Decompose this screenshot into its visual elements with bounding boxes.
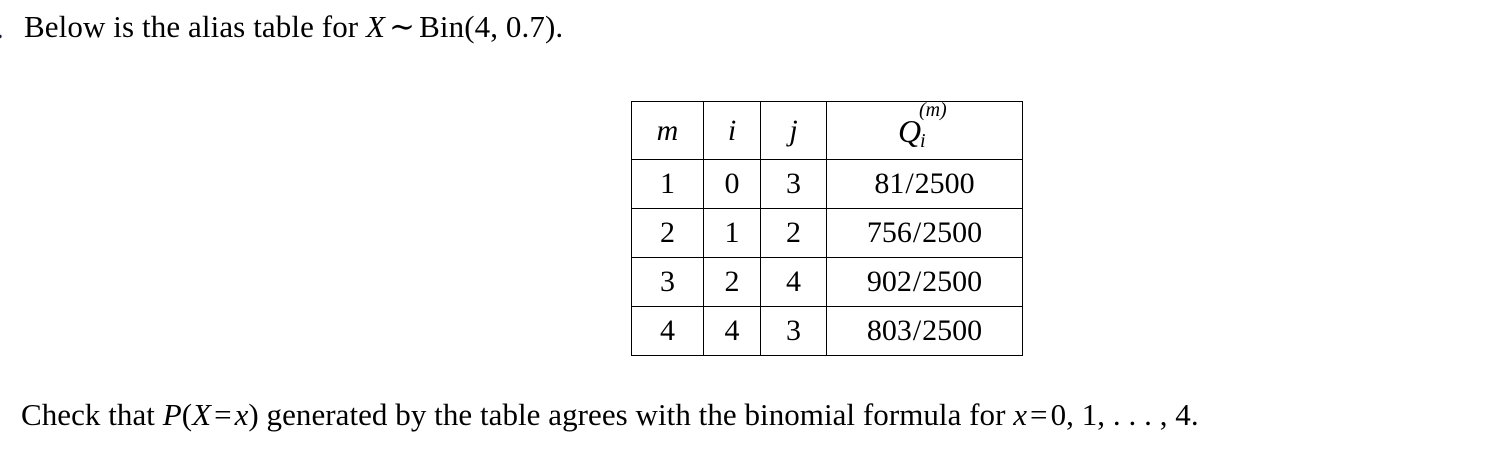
fraction-denominator: 2500	[922, 265, 983, 298]
intro-text-before: Below is the alias table for	[24, 9, 359, 44]
fraction-slash: /	[912, 265, 922, 298]
fraction-slash: /	[912, 314, 922, 347]
alias-table-header: m i j Q(m) i	[631, 100, 1023, 160]
cell-q: 803/2500	[826, 306, 1023, 356]
probability-open-paren: (	[181, 397, 193, 432]
header-symbol-j: j	[789, 113, 798, 147]
fraction-denominator: 2500	[922, 314, 983, 347]
alias-table: m i j Q(m) i 1	[631, 100, 1023, 356]
table-row: 2 1 2 756/2500	[631, 208, 1023, 258]
q-superscript: (m)	[918, 99, 947, 121]
cell-j: 2	[760, 208, 827, 258]
intro-period: .	[555, 9, 564, 44]
column-header-m: m	[631, 101, 704, 160]
fraction-slash: /	[912, 216, 922, 249]
fraction-numerator: 756	[866, 216, 912, 249]
q-subscript: i	[919, 130, 926, 152]
cell-i: 0	[703, 159, 761, 209]
cell-m: 2	[631, 208, 704, 258]
header-symbol-m: m	[656, 113, 679, 147]
closing-text-middle: generated by the table agrees with the b…	[266, 397, 1006, 432]
probability-value-variable: x	[234, 397, 249, 432]
closing-final-values: 0, 1, . . . , 4.	[1050, 397, 1199, 432]
cell-j: 3	[760, 159, 827, 209]
table-row: 4 4 3 803/2500	[631, 306, 1023, 356]
q-base-letter: Q	[897, 113, 922, 149]
cell-i: 1	[703, 208, 761, 258]
column-header-i: i	[703, 101, 761, 160]
column-header-j: j	[760, 101, 827, 160]
fraction-numerator: 81	[874, 167, 905, 200]
cell-q: 902/2500	[826, 257, 1023, 307]
list-marker: .	[0, 14, 6, 42]
fraction-slash: /	[905, 167, 914, 200]
cell-m: 3	[631, 257, 704, 307]
closing-text-start: Check that	[21, 397, 155, 432]
fraction-numerator: 803	[866, 314, 912, 347]
cell-j: 3	[760, 306, 827, 356]
fraction-denominator: 2500	[914, 167, 975, 200]
closing-final-equals: =	[1030, 397, 1048, 432]
table-row: 3 2 4 902/2500	[631, 257, 1023, 307]
header-symbol-i: i	[727, 113, 737, 147]
closing-final-variable: x	[1013, 397, 1028, 432]
alias-table-body: 1 0 3 81/2500 2 1 2 756/2500 3	[631, 159, 1023, 356]
cell-m: 1	[631, 159, 704, 209]
intro-random-variable: X	[365, 9, 386, 44]
cell-i: 2	[703, 257, 761, 307]
cell-q: 81/2500	[826, 159, 1023, 209]
distribution-parameters: (4, 0.7)	[464, 9, 556, 44]
table-row: 1 0 3 81/2500	[631, 159, 1023, 209]
probability-close-paren: )	[248, 397, 259, 432]
table-header-row: m i j Q(m) i	[631, 100, 1023, 160]
fraction: 756/2500	[867, 216, 982, 249]
cell-j: 4	[760, 257, 827, 307]
probability-equals: =	[214, 397, 232, 432]
fraction: 902/2500	[867, 265, 982, 298]
alias-table-container: m i j Q(m) i 1	[631, 100, 1023, 356]
cell-i: 4	[703, 306, 761, 356]
fraction-numerator: 902	[866, 265, 912, 298]
column-header-q: Q(m) i	[826, 100, 1023, 160]
closing-sentence: Check that P(X=x) generated by the table…	[21, 393, 1199, 437]
probability-random-variable: X	[192, 397, 212, 432]
intro-sentence: Below is the alias table for X∼Bin(4, 0.…	[24, 5, 563, 49]
cell-q: 756/2500	[826, 208, 1023, 258]
distribution-name: Bin	[419, 9, 465, 44]
fraction-denominator: 2500	[922, 216, 983, 249]
probability-function-symbol: P	[162, 397, 182, 432]
cell-m: 4	[631, 306, 704, 356]
fraction: 81/2500	[874, 167, 974, 200]
fraction: 803/2500	[867, 314, 982, 347]
q-symbol: Q(m) i	[897, 100, 951, 151]
distributed-as-symbol: ∼	[389, 9, 416, 44]
